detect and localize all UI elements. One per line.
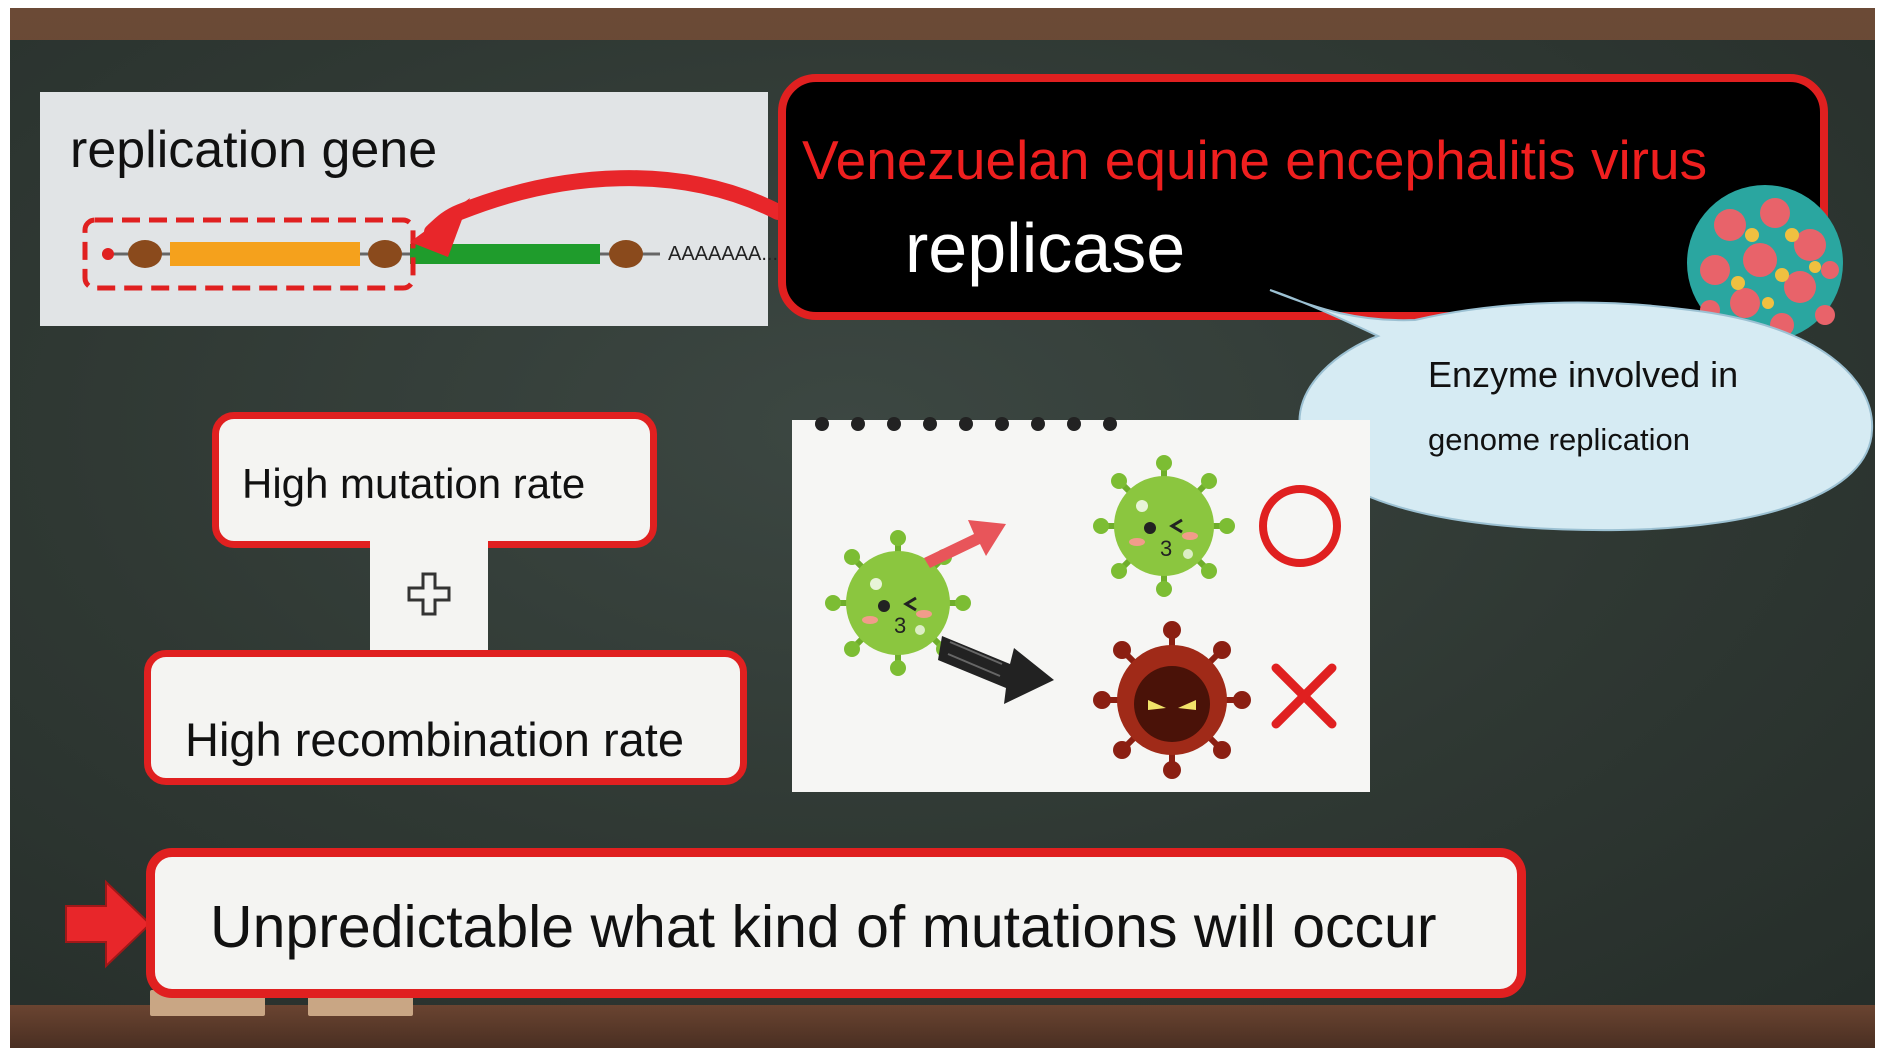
conclusion-text: Unpredictable what kind of mutations wil… <box>210 894 1437 960</box>
virion-icon <box>1687 185 1843 341</box>
curved-arrow <box>424 170 780 240</box>
virus-name: Venezuelan equine encephalitis virus <box>802 129 1708 191</box>
notebook-binding <box>815 417 1117 431</box>
circle-icon <box>1259 485 1341 567</box>
mutated-virus-bad-icon <box>1093 621 1251 779</box>
bad-outcome-arrow <box>938 636 1054 704</box>
replication-gene-highlight <box>82 217 416 291</box>
structural-gene-segment <box>410 244 600 264</box>
recombination-rate-box <box>144 650 747 785</box>
replicase-box <box>778 74 1828 320</box>
replicase-label: replicase <box>905 209 1186 287</box>
plus-icon <box>407 572 451 616</box>
conclusion-arrow-icon <box>65 879 152 969</box>
replication-gene-segment <box>170 242 360 266</box>
curved-arrow-head <box>410 198 470 257</box>
gene-panel-title: replication gene <box>70 121 438 179</box>
plus-card <box>370 540 488 652</box>
mutation-rate-label: High mutation rate <box>242 460 586 507</box>
speech-bubble-shape <box>1269 289 1874 532</box>
bubble-text-line2: genome replication <box>1428 422 1690 457</box>
conclusion-box <box>146 848 1526 998</box>
utr-node <box>368 240 402 268</box>
genome-diagram: AAAAAAA... <box>82 170 780 291</box>
svg-text:3: 3 <box>1160 536 1172 561</box>
utr-node <box>128 240 162 268</box>
five-prime-cap <box>102 248 114 260</box>
chalk-tray <box>10 1005 1875 1048</box>
original-virus-icon: 3 <box>825 530 971 676</box>
mutation-illustration: 3 3 <box>815 417 1341 779</box>
recombination-rate-label: High recombination rate <box>185 713 684 766</box>
speech-bubble <box>1269 289 1874 532</box>
svg-text:3: 3 <box>894 613 906 638</box>
good-outcome-arrow <box>924 520 1006 568</box>
mutated-virus-good-icon: 3 <box>1093 455 1235 597</box>
poly-a-tail-label: AAAAAAA... <box>668 243 778 265</box>
utr-node <box>609 240 643 268</box>
cross-icon <box>1271 663 1337 729</box>
bubble-text-line1: Enzyme involved in <box>1428 354 1739 395</box>
